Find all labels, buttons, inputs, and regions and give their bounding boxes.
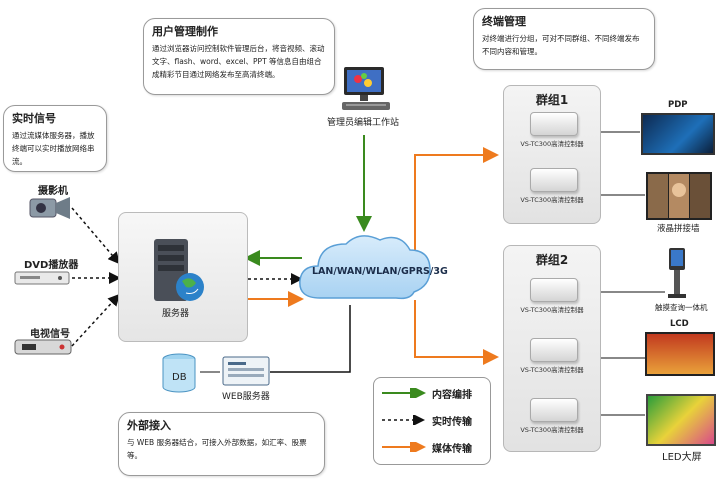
group-1-panel: 群组1 VS-TC300高清控制器 VS-TC300高清控制器 [503,85,601,224]
controller-device: VS-TC300高清控制器 [502,394,602,438]
source-label-dvd: DVD播放器 [24,260,79,271]
lcd-display-icon [645,332,715,376]
callout-desc: 与 WEB 服务器结合，可接入外部数据，如汇率、股票等。 [127,438,307,460]
callout-title: 实时信号 [12,112,56,125]
legend-item-content: 内容编排 [382,388,472,401]
callout-user-management: 用户管理制作 通过浏览器访问控制软件管理后台，将音视频、滚动文字、flash、w… [143,18,335,95]
callout-realtime-signal: 实时信号 通过流媒体服务器，播放终端可以实时播放网络串流。 [3,105,107,172]
group-title: 群组1 [535,93,569,107]
callout-title: 用户管理制作 [152,25,218,38]
legend-item-realtime: 实时传输 [382,415,472,428]
callout-title: 终端管理 [482,15,526,28]
web-server-label: WEB服务器 [222,392,270,402]
callout-title: 外部接入 [127,419,171,432]
callout-terminal-management: 终端管理 对终端进行分组，可对不同群组、不同终端发布不同内容和管理。 [473,8,655,70]
database-icon [160,353,198,393]
source-label-camera: 摄影机 [38,186,68,197]
display-label-lcd: LCD [670,319,689,329]
display-label-video-wall: 液晶拼接墙 [657,224,700,234]
callout-desc: 通过流媒体服务器，播放终端可以实时播放网络串流。 [12,131,95,166]
kiosk-icon [666,248,688,300]
server-label: 服务器 [162,309,190,319]
callout-desc: 通过浏览器访问控制软件管理后台，将音视频、滚动文字、flash、word、exc… [152,44,325,79]
pdp-display-icon [641,113,715,155]
display-label-kiosk: 触摸查询一体机 [655,303,708,312]
controller-device: VS-TC300高清控制器 [502,334,602,378]
camera-icon [28,195,72,221]
db-label: DB [172,372,187,383]
dvd-player-icon [14,270,70,286]
tv-signal-icon [14,338,72,356]
legend-item-media: 媒体传输 [382,442,472,455]
group-title: 群组2 [535,253,569,267]
display-label-led: LED大屏 [662,452,702,463]
legend: 内容编排 实时传输 媒体传输 [373,377,491,465]
web-server-icon [222,353,270,387]
workstation-label: 管理员编辑工作站 [327,118,400,128]
controller-device: VS-TC300高清控制器 [502,164,602,208]
source-label-tv: 电视信号 [30,329,70,340]
callout-desc: 对终端进行分组，可对不同群组、不同终端发布不同内容和管理。 [482,34,640,56]
network-cloud [295,228,435,310]
callout-external-access: 外部接入 与 WEB 服务器结合，可接入外部数据，如汇率、股票等。 [118,412,325,476]
display-label-pdp: PDP [668,100,688,110]
led-display-icon [646,394,716,446]
server-icon [148,237,214,307]
network-label: LAN/WAN/WLAN/GPRS/3G [312,266,448,277]
controller-device: VS-TC300高清控制器 [502,274,602,318]
controller-device: VS-TC300高清控制器 [502,108,602,152]
video-wall-icon [646,172,712,220]
workstation-icon [338,65,394,115]
group-2-panel: 群组2 VS-TC300高清控制器 VS-TC300高清控制器 VS-TC300… [503,245,601,452]
